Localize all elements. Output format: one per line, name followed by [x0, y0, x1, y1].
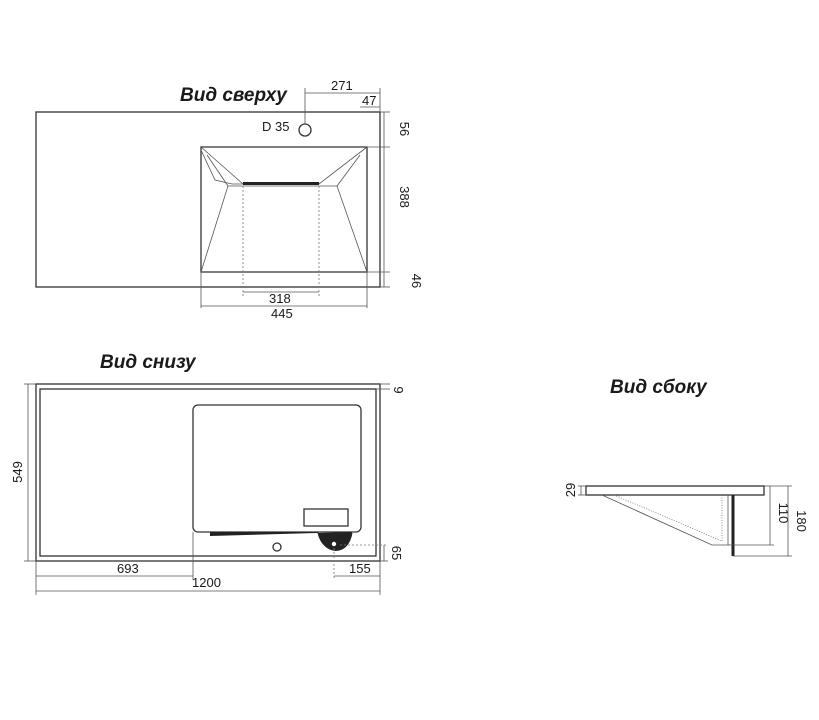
top-view-title: Вид сверху	[180, 85, 288, 106]
bottom-view-inner	[39, 388, 377, 557]
side-view-slab	[585, 485, 765, 496]
bottom-view-dim-9: 9	[391, 386, 406, 393]
side-view-dim-29: 29	[563, 483, 578, 497]
top-view-dim-271: 271	[331, 78, 353, 93]
top-view-dim-318: 318	[269, 291, 291, 306]
top-view-countertop	[35, 111, 381, 288]
bottom-view: Вид снизу 549 9 65 693 155	[10, 352, 406, 595]
top-view-basin-slope-left	[200, 154, 229, 273]
top-view-dim-47: 47	[362, 93, 376, 108]
top-view-basin-slope-top	[200, 146, 368, 185]
bottom-view-dim-65: 65	[389, 546, 404, 560]
side-view-dim-180: 180	[794, 510, 809, 532]
bottom-view-label-plate	[303, 508, 349, 527]
top-view-basin-slope-left-a	[200, 149, 243, 185]
bottom-view-dim-1200: 1200	[192, 575, 221, 590]
top-view-dim-445: 445	[271, 306, 293, 321]
top-view-tap-hole	[298, 123, 312, 137]
bottom-view-dim-693: 693	[117, 561, 139, 576]
top-view-dim-56: 56	[397, 122, 412, 136]
top-view-dim-388: 388	[397, 186, 412, 208]
bottom-view-title: Вид снизу	[100, 352, 197, 373]
bottom-view-basin	[192, 404, 362, 533]
bottom-view-dim-155: 155	[349, 561, 371, 576]
bottom-view-dim-549: 549	[10, 461, 25, 483]
top-view-drain-slot	[243, 182, 319, 185]
side-view-title: Вид сбоку	[610, 377, 708, 398]
side-view-basin-outline	[601, 494, 729, 546]
bottom-view-drain-dot	[331, 541, 337, 547]
side-view: Вид сбоку 29 110 180	[563, 377, 809, 557]
top-view-basin-slope-right	[336, 154, 368, 273]
top-view-hole-label: D 35	[262, 119, 289, 134]
top-view-dim-46: 46	[409, 274, 424, 288]
side-view-dim-110: 110	[776, 503, 791, 524]
top-view: Вид сверху D 35 271 47 56 388 4	[35, 78, 424, 321]
bottom-view-drain-bowl	[317, 532, 353, 551]
bottom-view-tap-hole	[272, 542, 282, 552]
side-view-basin-inner	[613, 494, 723, 542]
bottom-view-outer	[35, 383, 381, 562]
